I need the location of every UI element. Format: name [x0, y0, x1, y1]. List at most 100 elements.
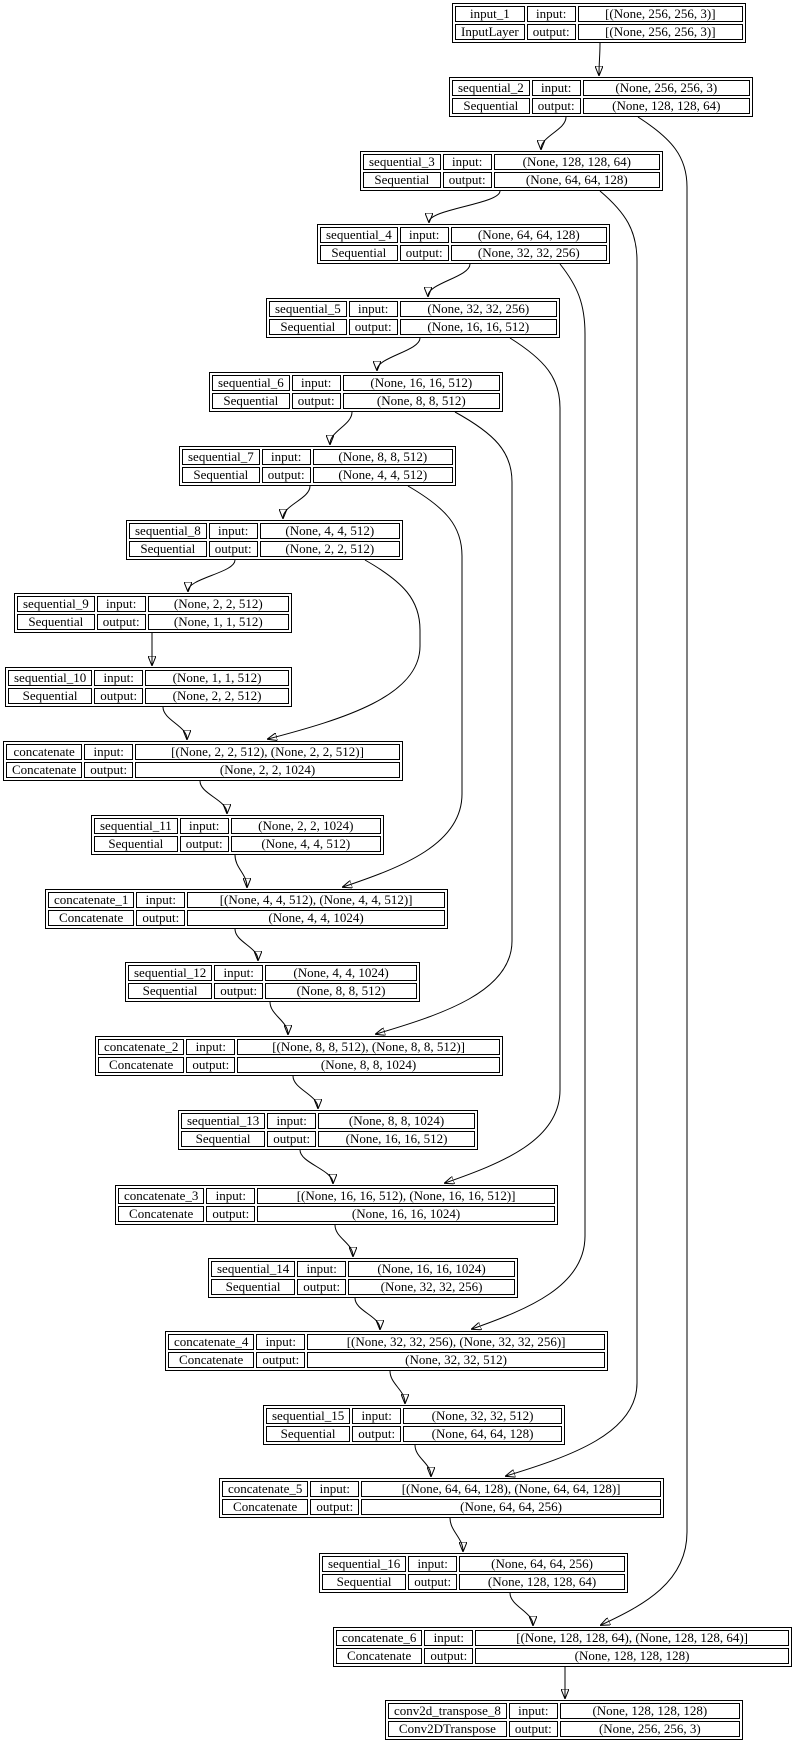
output-label: output: — [84, 762, 134, 778]
layer-class: Concatenate — [336, 1648, 423, 1664]
input-label: input: — [291, 375, 341, 391]
output-shape: (None, 8, 8, 512) — [342, 393, 500, 409]
node-sequential_12: sequential_12 input: (None, 4, 4, 1024) … — [125, 962, 420, 1002]
input-label: input: — [531, 80, 581, 96]
layer-class: Concatenate — [98, 1057, 185, 1073]
input-label: input: — [424, 1630, 474, 1646]
node-output-row: Sequential output: (None, 4, 4, 512) — [182, 467, 453, 483]
output-shape: (None, 64, 64, 256) — [361, 1499, 661, 1515]
node-output-row: Sequential output: (None, 1, 1, 512) — [17, 614, 289, 630]
input-label: input: — [96, 596, 146, 612]
output-shape: (None, 32, 32, 512) — [307, 1352, 605, 1368]
layer-class: Sequential — [182, 467, 260, 483]
input-shape: (None, 256, 256, 3) — [582, 80, 750, 96]
edge-sequential_12-to-concatenate_2 — [269, 1001, 288, 1034]
edge-sequential_10-to-concatenate — [162, 706, 187, 739]
input-label: input: — [136, 892, 186, 908]
output-shape: (None, 16, 16, 512) — [318, 1131, 475, 1147]
node-sequential_6: sequential_6 input: (None, 16, 16, 512) … — [209, 372, 503, 412]
output-shape: (None, 32, 32, 256) — [348, 1279, 515, 1295]
input-shape: [(None, 128, 128, 64), (None, 128, 128, … — [475, 1630, 789, 1646]
layer-class: Sequential — [17, 614, 95, 630]
node-input-row: sequential_16 input: (None, 64, 64, 256) — [322, 1556, 625, 1572]
output-shape: (None, 16, 16, 1024) — [257, 1206, 555, 1222]
edge-input_1-to-sequential_2 — [599, 42, 600, 75]
layer-name: concatenate_6 — [336, 1630, 423, 1646]
node-output-row: Concatenate output: (None, 32, 32, 512) — [168, 1352, 605, 1368]
node-input-row: sequential_7 input: (None, 8, 8, 512) — [182, 449, 453, 465]
input-shape: (None, 8, 8, 512) — [312, 449, 453, 465]
output-label: output: — [96, 614, 146, 630]
node-sequential_13: sequential_13 input: (None, 8, 8, 1024) … — [178, 1110, 478, 1150]
node-input-row: concatenate_4 input: [(None, 32, 32, 256… — [168, 1334, 605, 1350]
output-shape: (None, 256, 256, 3) — [559, 1721, 740, 1737]
node-output-row: Concatenate output: (None, 8, 8, 1024) — [98, 1057, 500, 1073]
node-sequential_11: sequential_11 input: (None, 2, 2, 1024) … — [91, 815, 384, 855]
input-shape: [(None, 256, 256, 3)] — [577, 6, 743, 22]
node-input-row: conv2d_transpose_8 input: (None, 128, 12… — [388, 1703, 740, 1719]
node-input-row: concatenate_6 input: [(None, 128, 128, 6… — [336, 1630, 789, 1646]
input-label: input: — [267, 1113, 317, 1129]
node-output-row: Sequential output: (None, 16, 16, 512) — [181, 1131, 475, 1147]
node-output-row: Concatenate output: (None, 64, 64, 256) — [222, 1499, 661, 1515]
input-shape: (None, 32, 32, 256) — [399, 301, 557, 317]
output-label: output: — [310, 1499, 360, 1515]
node-input-row: sequential_15 input: (None, 32, 32, 512) — [266, 1408, 562, 1424]
node-output-row: Conv2DTranspose output: (None, 256, 256,… — [388, 1721, 740, 1737]
node-output-row: Sequential output: (None, 4, 4, 512) — [94, 836, 381, 852]
input-label: input: — [186, 1039, 236, 1055]
input-shape: (None, 128, 128, 64) — [493, 154, 660, 170]
node-output-row: Sequential output: (None, 32, 32, 256) — [320, 245, 607, 261]
node-input-row: concatenate_3 input: [(None, 16, 16, 512… — [118, 1188, 555, 1204]
input-label: input: — [442, 154, 492, 170]
layer-class: Concatenate — [6, 762, 83, 778]
layer-name: sequential_10 — [8, 670, 93, 686]
layer-class: Sequential — [269, 319, 347, 335]
output-shape: (None, 1, 1, 512) — [147, 614, 289, 630]
node-input-row: sequential_3 input: (None, 128, 128, 64) — [363, 154, 660, 170]
edge-concatenate-to-sequential_11 — [199, 780, 227, 813]
output-label: output: — [206, 1206, 256, 1222]
input-label: input: — [214, 965, 264, 981]
edge-sequential_8-to-sequential_9 — [188, 559, 236, 591]
edge-sequential_2-to-concatenate_6 — [601, 116, 688, 1625]
edge-sequential_15-to-concatenate_5 — [414, 1444, 431, 1476]
output-label: output: — [424, 1648, 474, 1664]
edge-concatenate_2-to-sequential_13 — [292, 1075, 318, 1108]
output-label: output: — [261, 467, 311, 483]
layer-name: sequential_13 — [181, 1113, 266, 1129]
layer-name: sequential_6 — [212, 375, 290, 391]
layer-name: concatenate_2 — [98, 1039, 185, 1055]
input-label: input: — [399, 227, 449, 243]
node-concatenate_6: concatenate_6 input: [(None, 128, 128, 6… — [333, 1627, 792, 1667]
output-label: output: — [297, 1279, 347, 1295]
edge-concatenate_4-to-sequential_15 — [389, 1370, 405, 1403]
input-shape: (None, 16, 16, 1024) — [348, 1261, 515, 1277]
input-shape: [(None, 64, 64, 128), (None, 64, 64, 128… — [361, 1481, 661, 1497]
layer-class: Concatenate — [118, 1206, 205, 1222]
node-output-row: Concatenate output: (None, 2, 2, 1024) — [6, 762, 400, 778]
node-sequential_7: sequential_7 input: (None, 8, 8, 512) Se… — [179, 446, 456, 486]
node-output-row: Sequential output: (None, 8, 8, 512) — [128, 983, 417, 999]
node-conv2d_transpose_8: conv2d_transpose_8 input: (None, 128, 12… — [385, 1700, 743, 1740]
node-input-row: sequential_2 input: (None, 256, 256, 3) — [452, 80, 750, 96]
edge-sequential_6-to-concatenate_2 — [376, 411, 513, 1034]
input-label: input: — [352, 1408, 402, 1424]
layer-class: Sequential — [212, 393, 290, 409]
layer-class: Sequential — [320, 245, 398, 261]
node-output-row: Sequential output: (None, 64, 64, 128) — [266, 1426, 562, 1442]
input-shape: (None, 1, 1, 512) — [145, 670, 289, 686]
edge-sequential_3-to-sequential_4 — [429, 190, 501, 222]
output-label: output: — [94, 688, 144, 704]
output-shape: (None, 128, 128, 64) — [459, 1574, 625, 1590]
output-shape: (None, 8, 8, 512) — [265, 983, 417, 999]
input-shape: [(None, 16, 16, 512), (None, 16, 16, 512… — [257, 1188, 555, 1204]
output-shape: (None, 2, 2, 512) — [145, 688, 289, 704]
layer-name: sequential_12 — [128, 965, 213, 981]
output-shape: (None, 2, 2, 512) — [259, 541, 400, 557]
layer-class: Sequential — [128, 983, 213, 999]
node-output-row: Concatenate output: (None, 4, 4, 1024) — [48, 910, 445, 926]
output-shape: (None, 16, 16, 512) — [399, 319, 557, 335]
output-label: output: — [208, 541, 258, 557]
